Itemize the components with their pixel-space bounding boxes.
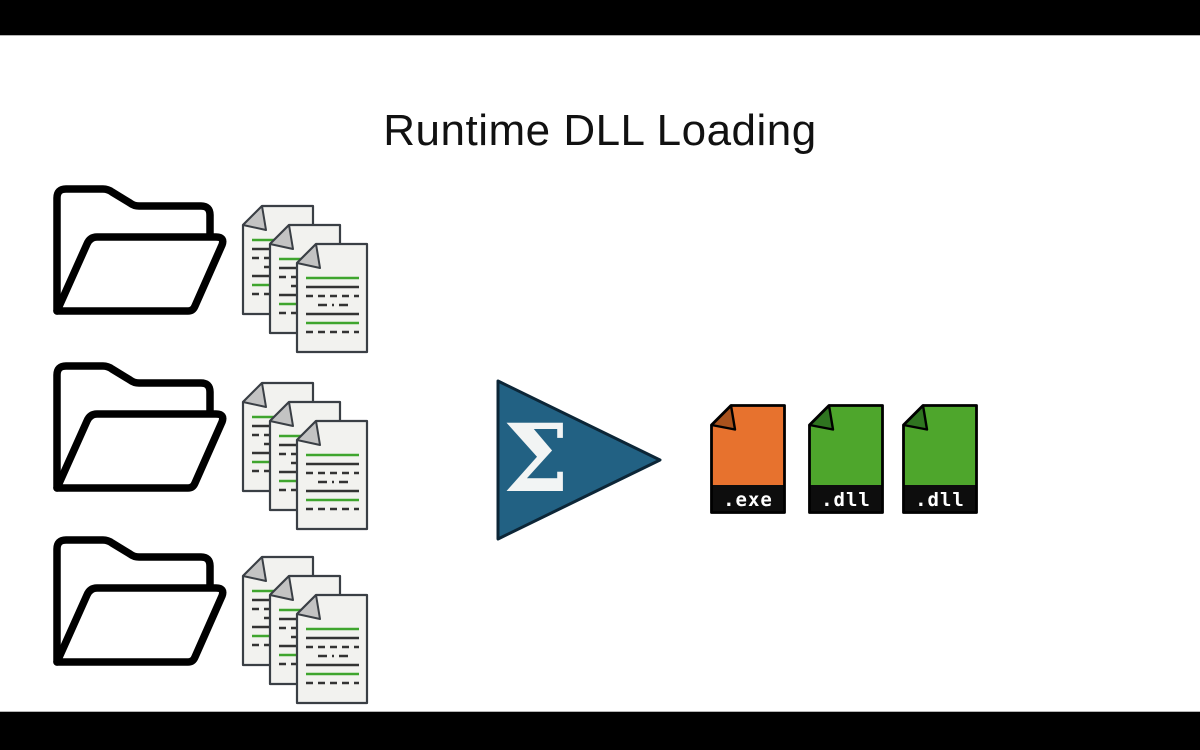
source-document-icon	[295, 242, 369, 354]
document-stack	[241, 204, 371, 356]
letterbox-top-bar	[0, 0, 1200, 36]
sigma-symbol: Σ	[502, 404, 570, 514]
open-folder-icon	[49, 182, 229, 316]
output-file-exe: .exe	[710, 404, 786, 514]
source-group-3	[49, 533, 379, 707]
slide-canvas: Runtime DLL Loading	[0, 36, 1200, 711]
file-extension-label: .dll	[915, 489, 965, 511]
sigma-arrowhead-icon	[496, 379, 662, 541]
document-stack	[241, 381, 371, 533]
output-file-dll-2: .dll	[902, 404, 978, 514]
open-folder-icon	[49, 533, 229, 667]
source-document-icon	[295, 419, 369, 531]
source-group-2	[49, 359, 379, 533]
source-group-1	[49, 182, 379, 356]
letterbox-bottom-bar	[0, 711, 1200, 750]
file-extension-label: .exe	[723, 489, 773, 511]
source-document-icon	[295, 593, 369, 705]
open-folder-icon	[49, 359, 229, 493]
slide-title: Runtime DLL Loading	[383, 106, 817, 155]
document-stack	[241, 555, 371, 707]
aggregator: Σ	[495, 378, 663, 542]
file-extension-label: .dll	[821, 489, 871, 511]
output-file-dll-1: .dll	[808, 404, 884, 514]
